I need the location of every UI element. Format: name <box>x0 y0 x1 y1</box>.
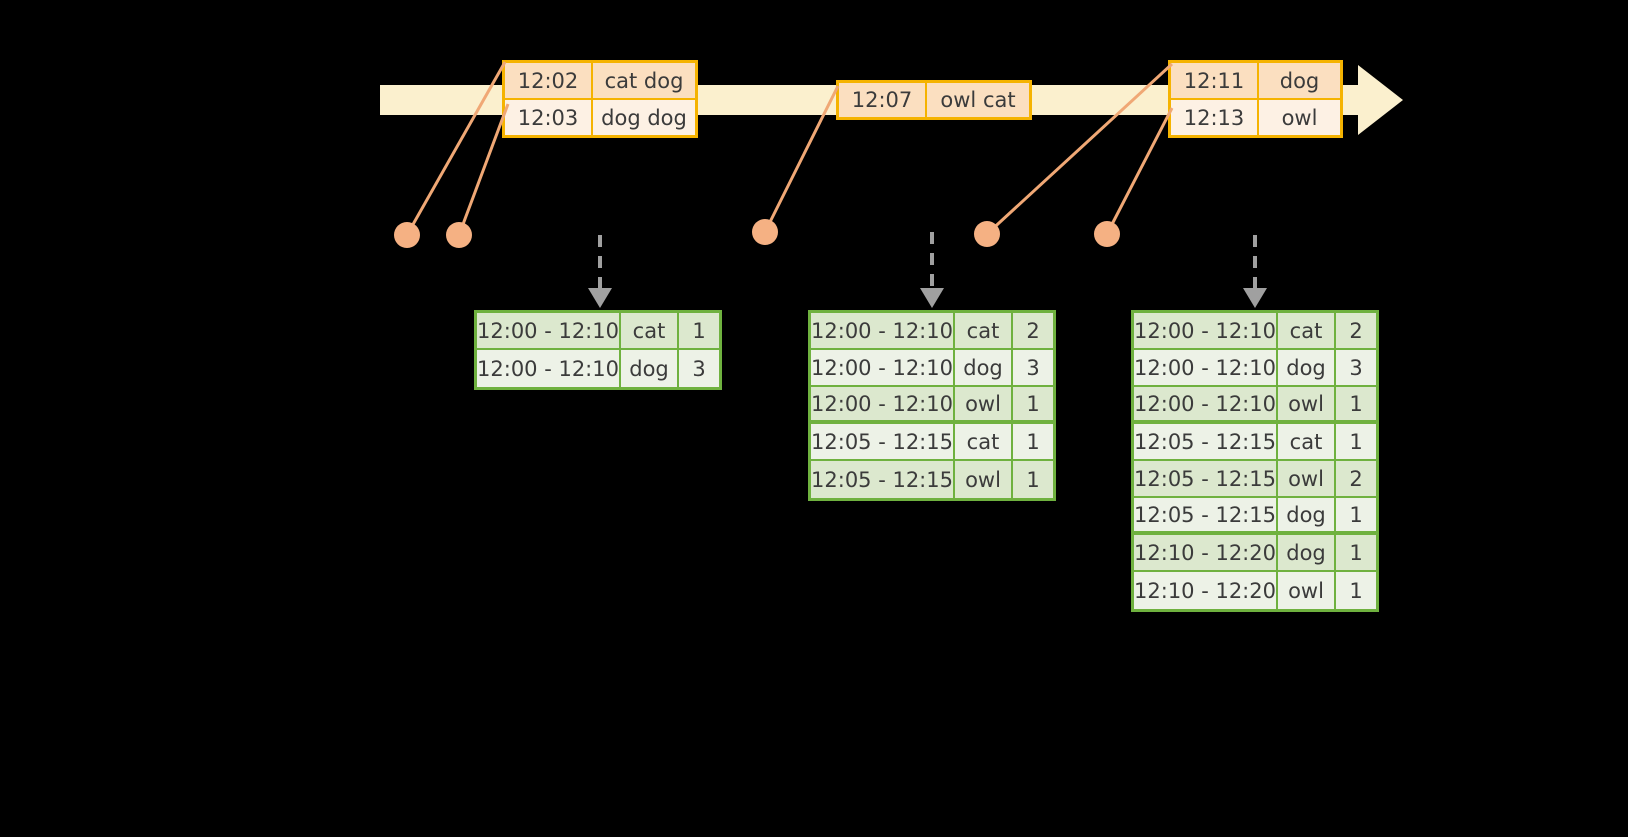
event-row[interactable]: 12:07 owl cat <box>839 83 1029 117</box>
event-words: dog dog <box>593 100 695 135</box>
event-time: 12:11 <box>1171 63 1259 98</box>
cell-count: 1 <box>1336 424 1376 461</box>
cell-count: 2 <box>1336 313 1376 350</box>
event-words: owl cat <box>927 83 1029 117</box>
event-row[interactable]: 12:03 dog dog <box>505 98 695 135</box>
event-dot-1202 <box>394 222 420 248</box>
cell-window: 12:00 - 12:10 <box>477 350 621 387</box>
cell-count: 1 <box>1336 387 1376 424</box>
event-dot-1213 <box>1094 221 1120 247</box>
event-time: 12:07 <box>839 83 927 117</box>
cell-count: 2 <box>1013 313 1053 350</box>
cell-word: owl <box>1278 572 1336 609</box>
event-dot-1211 <box>974 221 1000 247</box>
cell-count: 1 <box>1013 461 1053 498</box>
cell-word: dog <box>1278 498 1336 535</box>
cell-word: cat <box>955 313 1013 350</box>
cell-word: dog <box>621 350 679 387</box>
cell-window: 12:05 - 12:15 <box>811 424 955 461</box>
cell-window: 12:05 - 12:15 <box>1134 498 1278 535</box>
cell-word: cat <box>955 424 1013 461</box>
cell-word: cat <box>1278 424 1336 461</box>
cell-word: owl <box>955 387 1013 424</box>
cell-window: 12:05 - 12:15 <box>1134 424 1278 461</box>
cell-count: 1 <box>1336 498 1376 535</box>
cell-word: cat <box>1278 313 1336 350</box>
cell-count: 2 <box>1336 461 1376 498</box>
cell-window: 12:05 - 12:15 <box>1134 461 1278 498</box>
event-group-3[interactable]: 12:11 dog 12:13 owl <box>1168 60 1343 138</box>
event-group-1[interactable]: 12:02 cat dog 12:03 dog dog <box>502 60 698 138</box>
event-group-2[interactable]: 12:07 owl cat <box>836 80 1032 120</box>
cell-count: 3 <box>1336 350 1376 387</box>
cell-count: 1 <box>1013 424 1053 461</box>
cell-word: owl <box>1278 461 1336 498</box>
cell-word: dog <box>1278 535 1336 572</box>
event-words: dog <box>1259 63 1340 98</box>
event-row[interactable]: 12:11 dog <box>1171 63 1340 98</box>
cell-window: 12:10 - 12:20 <box>1134 535 1278 572</box>
emit-arrow-head-3 <box>1243 288 1267 308</box>
cell-window: 12:10 - 12:20 <box>1134 572 1278 609</box>
connector-line-1203 <box>457 103 510 236</box>
cell-word: dog <box>955 350 1013 387</box>
cell-count: 3 <box>1013 350 1053 387</box>
cell-window: 12:00 - 12:10 <box>811 350 955 387</box>
cell-window: 12:00 - 12:10 <box>811 313 955 350</box>
timeline-arrowhead <box>1358 65 1403 135</box>
event-dot-1207 <box>752 219 778 245</box>
cell-window: 12:00 - 12:10 <box>1134 350 1278 387</box>
cell-window: 12:00 - 12:10 <box>477 313 621 350</box>
cell-count: 1 <box>1336 572 1376 609</box>
cell-word: dog <box>1278 350 1336 387</box>
cell-window: 12:00 - 12:10 <box>1134 387 1278 424</box>
event-row[interactable]: 12:02 cat dog <box>505 63 695 98</box>
cell-count: 1 <box>1336 535 1376 572</box>
cell-word: owl <box>1278 387 1336 424</box>
cell-window: 12:00 - 12:10 <box>811 387 955 424</box>
event-time: 12:03 <box>505 100 593 135</box>
cell-word: cat <box>621 313 679 350</box>
cell-window: 12:05 - 12:15 <box>811 461 955 498</box>
event-words: cat dog <box>593 63 695 98</box>
cell-window: 12:00 - 12:10 <box>1134 313 1278 350</box>
emit-arrow-head-1 <box>588 288 612 308</box>
event-dot-1203 <box>446 222 472 248</box>
event-words: owl <box>1259 100 1340 135</box>
cell-word: owl <box>955 461 1013 498</box>
emit-arrow-head-2 <box>920 288 944 308</box>
cell-count: 1 <box>1013 387 1053 424</box>
cell-count: 1 <box>679 313 719 350</box>
connector-line-1213 <box>1105 107 1174 235</box>
cell-count: 3 <box>679 350 719 387</box>
event-time: 12:02 <box>505 63 593 98</box>
event-row[interactable]: 12:13 owl <box>1171 98 1340 135</box>
event-time: 12:13 <box>1171 100 1259 135</box>
